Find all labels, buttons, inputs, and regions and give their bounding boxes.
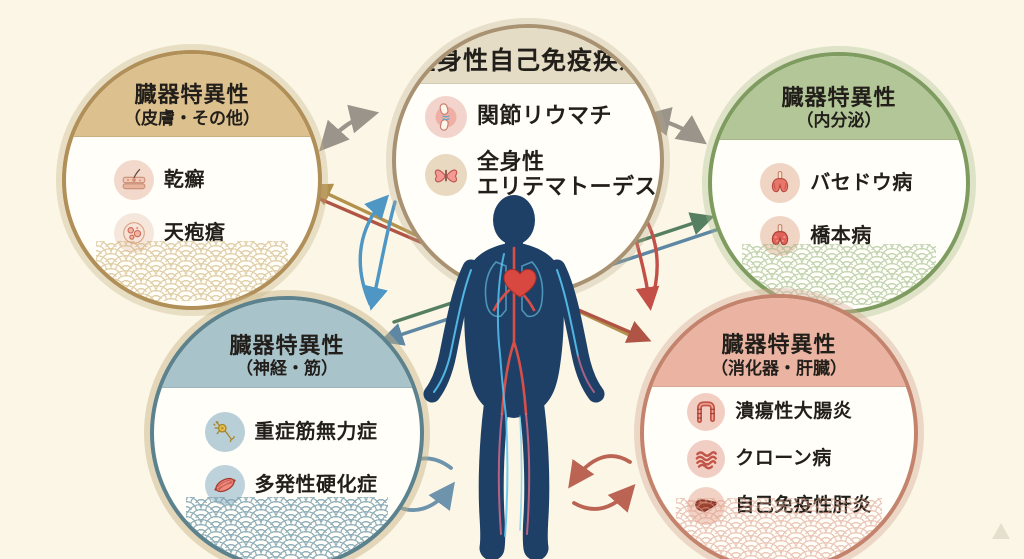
circle-endocrine-header: 臓器特異性 （内分泌） <box>712 56 966 140</box>
colon-icon <box>687 392 726 431</box>
seigaiha-pattern <box>185 496 389 559</box>
circle-digestive-header: 臓器特異性 （消化器・肝臓） <box>644 298 914 388</box>
disease-label: 乾癬 <box>163 167 205 192</box>
circle-subtitle: （内分泌） <box>796 111 882 132</box>
circle-subtitle: （神経・筋） <box>236 359 338 380</box>
neuron-icon <box>204 411 245 452</box>
list-item: 関節リウマチ <box>425 96 660 138</box>
circle-skin-header: 臓器特異性 （皮膚・その他） <box>66 54 318 138</box>
butterfly-icon <box>425 154 468 197</box>
circle-subtitle: （消化器・肝臓） <box>711 358 847 379</box>
circle-subtitle: （皮膚・その他） <box>124 108 260 129</box>
skin-icon <box>113 159 154 200</box>
circle-systemic-header: 全身性自己免疫疾患 <box>396 28 660 84</box>
circle-digestive-liver: 臓器特異性 （消化器・肝臓） 潰瘍性大腸炎 クローン病 自己免疫性肝炎 <box>640 294 918 559</box>
circulatory-system <box>433 246 595 537</box>
circle-title: 臓器特異性 <box>134 83 250 109</box>
list-item: 自己免疫性肝炎 <box>687 486 914 525</box>
list-item: 多発性硬化症 <box>204 464 420 505</box>
circle-nerve-muscle: 臓器特異性 （神経・筋） 重症筋無力症 多発性硬化症 <box>150 296 424 559</box>
arrow-topleft-topcenter <box>319 104 380 152</box>
joint-icon <box>425 96 468 138</box>
list-item: バセドウ病 <box>760 162 966 203</box>
circle-systemic: 全身性自己免疫疾患 関節リウマチ 全身性 エリテマトーデス <box>392 24 664 296</box>
circle-title: 臓器特異性 <box>781 86 897 112</box>
arrow-bottom-right-pair-left <box>568 454 632 489</box>
circle-skin-other: 臓器特異性 （皮膚・その他） 乾癬 天疱瘡 <box>62 50 322 310</box>
heart-icon <box>503 268 537 298</box>
arrow-bottom-right-pair-right <box>572 484 636 513</box>
page-title: 全身性自己免疫疾患 <box>410 46 645 76</box>
human-body-figure <box>423 195 605 559</box>
disease-label: クローン病 <box>735 446 832 469</box>
disease-label: 関節リウマチ <box>477 104 613 130</box>
muscle-icon <box>204 464 245 505</box>
disease-label: 天疱瘡 <box>163 220 226 245</box>
circle-nerve-header: 臓器特異性 （神経・筋） <box>154 300 420 388</box>
disease-label: 橋本病 <box>810 223 872 248</box>
list-item: 天疱瘡 <box>113 212 318 253</box>
list-item: 全身性 エリテマトーデス <box>425 150 660 201</box>
liver-icon <box>687 486 726 525</box>
thyroid-icon <box>760 215 801 256</box>
list-item: 橋本病 <box>760 215 966 256</box>
circle-title: 臓器特異性 <box>721 333 837 359</box>
disease-label: 重症筋無力症 <box>254 419 378 444</box>
disease-label: 全身性 エリテマトーデス <box>477 150 658 201</box>
disease-label: バセドウ病 <box>810 170 913 195</box>
disease-label: 自己免疫性肝炎 <box>735 493 872 516</box>
circle-title: 臓器特異性 <box>229 334 345 360</box>
list-item: 潰瘍性大腸炎 <box>687 392 914 431</box>
watermark-triangle <box>992 523 1010 539</box>
arrow-center-to-bottomleft-down <box>364 200 397 311</box>
list-item: クローン病 <box>687 439 914 478</box>
thyroid-icon <box>760 162 801 203</box>
disease-label: 潰瘍性大腸炎 <box>735 399 853 422</box>
list-item: 乾癬 <box>113 159 318 200</box>
blister-icon <box>113 212 154 253</box>
list-item: 重症筋無力症 <box>204 411 420 452</box>
arrow-bottomleft-to-center-up <box>358 194 390 306</box>
circle-endocrine: 臓器特異性 （内分泌） バセドウ病 橋本病 <box>708 52 970 314</box>
intestine-icon <box>687 439 726 478</box>
disease-label: 多発性硬化症 <box>254 472 378 497</box>
